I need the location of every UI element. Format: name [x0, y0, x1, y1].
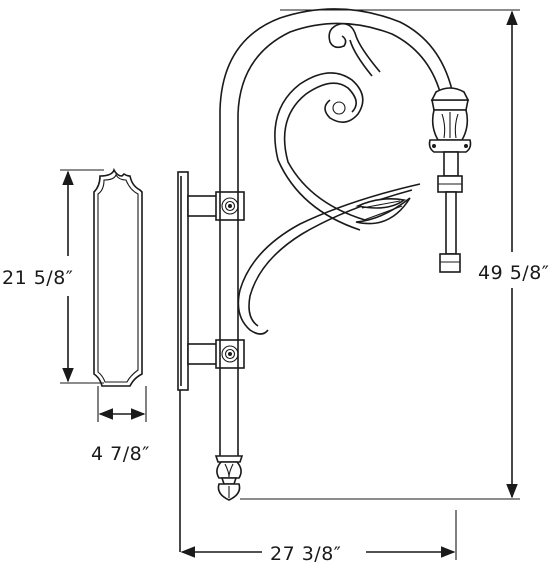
backplate-width-label: 4 7/8″ [91, 443, 150, 465]
projection-dimension [180, 510, 457, 566]
backplate-height-dimension [44, 169, 104, 384]
projection-label: 27 3/8″ [270, 543, 341, 565]
backplate-height-label: 21 5/8″ [2, 267, 73, 289]
total-height-label: 49 5/8″ [478, 262, 549, 284]
backplate-width-dimension [97, 386, 147, 422]
bracket-side-view [177, 8, 472, 552]
total-height-dimension [240, 9, 544, 500]
backplate-front-view [93, 167, 143, 387]
